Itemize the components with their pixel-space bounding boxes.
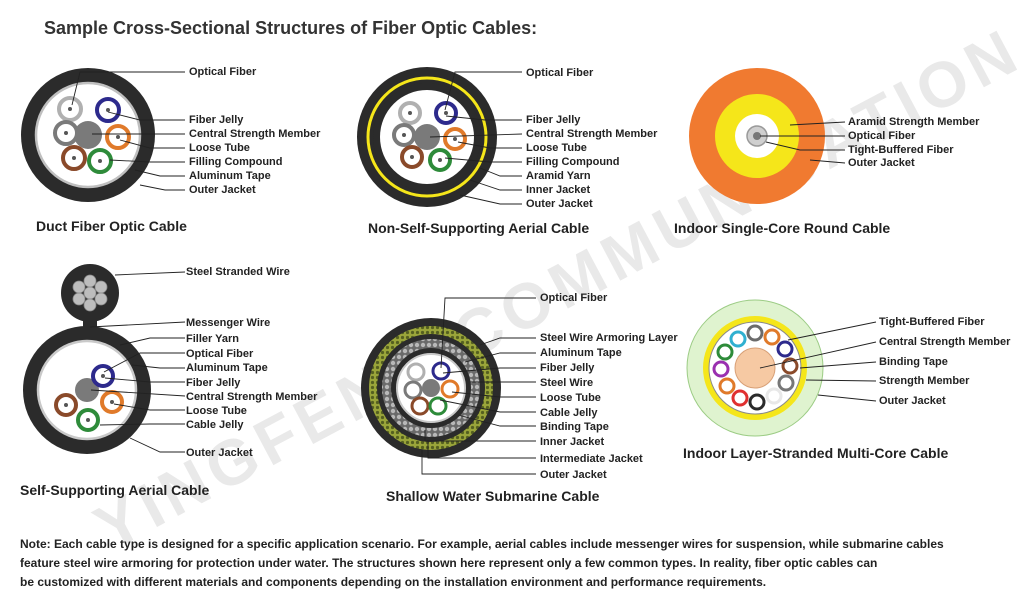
duct-label-outer-jacket: Outer Jacket xyxy=(189,184,256,196)
ss-label-aluminum-tape: Aluminum Tape xyxy=(186,362,268,374)
sub-label-intermediate-jacket: Intermediate Jacket xyxy=(540,453,643,465)
ss-label-steel-stranded-wire: Steel Stranded Wire xyxy=(186,266,290,278)
sub-label-binding-tape: Binding Tape xyxy=(540,421,609,433)
aerial-ns-caption: Non-Self-Supporting Aerial Cable xyxy=(368,220,589,236)
sub-label-steel-wire: Steel Wire xyxy=(540,377,593,389)
indoor-single-caption: Indoor Single-Core Round Cable xyxy=(674,220,890,236)
aerial-ns-label-central-strength-member: Central Strength Member xyxy=(526,128,658,140)
aerial-ns-label-fiber-jelly: Fiber Jelly xyxy=(526,114,581,126)
sub-label-loose-tube: Loose Tube xyxy=(540,392,601,404)
aerial-ns-label-aramid-yarn: Aramid Yarn xyxy=(526,170,591,182)
indoor-multi-cable-cross-section xyxy=(686,299,824,437)
duct-cable-leaders xyxy=(71,71,185,191)
duct-label-fiber-jelly: Fiber Jelly xyxy=(189,114,244,126)
ss-label-loose-tube: Loose Tube xyxy=(186,405,247,417)
duct-cable-cross-section xyxy=(21,68,155,202)
sub-label-fiber-jelly: Fiber Jelly xyxy=(540,362,595,374)
aerial-ns-label-outer-jacket: Outer Jacket xyxy=(526,198,593,210)
sub-label-cable-jelly: Cable Jelly xyxy=(540,407,598,419)
ss-label-messenger-wire: Messenger Wire xyxy=(186,317,270,329)
self-supporting-cable-leaders xyxy=(89,271,186,453)
duct-label-aluminum-tape: Aluminum Tape xyxy=(189,170,271,182)
sub-label-inner-jacket: Inner Jacket xyxy=(540,436,605,448)
ss-label-filler-yarn: Filler Yarn xyxy=(186,333,239,345)
self-supporting-cable-cross-section xyxy=(23,264,151,454)
indoor-single-label-aramid: Aramid Strength Member xyxy=(848,116,980,128)
multi-label-outer-jacket: Outer Jacket xyxy=(879,395,946,407)
self-supporting-caption: Self-Supporting Aerial Cable xyxy=(20,482,209,498)
aerial-ns-label-filling-compound: Filling Compound xyxy=(526,156,619,168)
indoor-multi-cable-leaders xyxy=(759,321,877,402)
aerial-ns-cable-leaders xyxy=(429,71,523,205)
sub-label-optical-fiber: Optical Fiber xyxy=(540,292,608,304)
duct-label-central-strength-member: Central Strength Member xyxy=(189,128,321,140)
indoor-single-label-outer-jacket: Outer Jacket xyxy=(848,157,915,169)
ss-label-cable-jelly: Cable Jelly xyxy=(186,419,244,431)
aerial-ns-cable-cross-section xyxy=(357,67,497,207)
sub-label-steel-wire-armoring: Steel Wire Armoring Layer xyxy=(540,332,678,344)
ss-label-optical-fiber: Optical Fiber xyxy=(186,348,254,360)
submarine-cable-cross-section xyxy=(361,318,501,458)
multi-label-tight-buffered: Tight-Buffered Fiber xyxy=(879,316,985,328)
submarine-caption: Shallow Water Submarine Cable xyxy=(386,488,600,504)
duct-caption: Duct Fiber Optic Cable xyxy=(36,218,187,234)
aerial-ns-label-optical-fiber: Optical Fiber xyxy=(526,67,594,79)
note-line: feature steel wire armoring for protecti… xyxy=(20,556,878,570)
ss-label-fiber-jelly: Fiber Jelly xyxy=(186,377,241,389)
indoor-single-cable-leaders xyxy=(760,121,846,164)
submarine-cable-leaders xyxy=(421,297,536,475)
multi-label-strength-member: Strength Member xyxy=(879,375,970,387)
duct-label-optical-fiber: Optical Fiber xyxy=(189,66,257,78)
indoor-multi-caption: Indoor Layer-Stranded Multi-Core Cable xyxy=(683,445,948,461)
aerial-ns-label-inner-jacket: Inner Jacket xyxy=(526,184,591,196)
ss-label-central-strength-member: Central Strength Member xyxy=(186,391,318,403)
note-line: Note: Each cable type is designed for a … xyxy=(20,537,944,551)
sub-label-outer-jacket: Outer Jacket xyxy=(540,469,607,481)
aerial-ns-label-loose-tube: Loose Tube xyxy=(526,142,587,154)
ss-label-outer-jacket: Outer Jacket xyxy=(186,447,253,459)
duct-label-filling-compound: Filling Compound xyxy=(189,156,282,168)
indoor-single-label-optical-fiber: Optical Fiber xyxy=(848,130,916,142)
indoor-single-label-tight-buffered: Tight-Buffered Fiber xyxy=(848,144,954,156)
sub-label-aluminum-tape: Aluminum Tape xyxy=(540,347,622,359)
indoor-single-cable-cross-section xyxy=(689,68,825,204)
multi-label-central-strength-member: Central Strength Member xyxy=(879,336,1011,348)
multi-label-binding-tape: Binding Tape xyxy=(879,356,948,368)
duct-label-loose-tube: Loose Tube xyxy=(189,142,250,154)
note-paragraph: Note: Each cable type is designed for a … xyxy=(20,535,1010,592)
page-title: Sample Cross-Sectional Structures of Fib… xyxy=(44,18,538,38)
note-line: be customized with different materials a… xyxy=(20,575,767,589)
svg-text:YINGFENG COMMUNICATION: YINGFENG COMMUNICATION xyxy=(83,14,1024,565)
watermark: YINGFENG COMMUNICATION xyxy=(83,14,1024,565)
